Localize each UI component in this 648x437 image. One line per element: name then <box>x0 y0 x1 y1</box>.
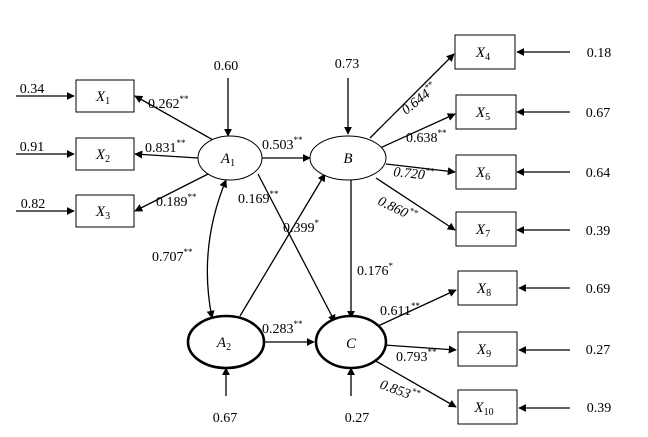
path-a1-x3 <box>134 171 213 212</box>
label-x4: X4 <box>475 45 490 63</box>
box-x1 <box>75 79 135 113</box>
coef-a1-x1: 0.262** <box>148 94 189 112</box>
label-x2: X2 <box>95 147 110 165</box>
path-b-x4 <box>369 53 455 139</box>
path-c-x9 <box>383 344 457 354</box>
coef-a1-x2: 0.831** <box>145 138 186 156</box>
error-x3: 0.82 <box>21 197 46 212</box>
node-a2 <box>186 314 266 370</box>
label-x3: X3 <box>95 204 110 222</box>
label-c: C <box>346 336 357 352</box>
coef-a2-b: 0.399* <box>283 218 320 236</box>
path-c-x8 <box>377 289 457 327</box>
error-x7: 0.39 <box>586 224 611 239</box>
path-c-x10 <box>373 359 457 408</box>
error-x10: 0.39 <box>587 401 612 416</box>
label-x7: X7 <box>475 222 490 240</box>
error-b: 0.73 <box>335 57 360 72</box>
path-b-x5 <box>379 113 456 149</box>
node-c <box>314 314 388 370</box>
node-b <box>309 135 387 181</box>
coef-b-c: 0.176* <box>357 261 394 279</box>
node-a1 <box>197 135 263 181</box>
label-x5: X5 <box>475 105 490 123</box>
label-x6: X6 <box>475 165 490 183</box>
box-x4 <box>454 34 516 70</box>
box-x8 <box>457 270 518 306</box>
coef-b-x4: 0.644** <box>397 79 440 118</box>
path-a1-x1 <box>134 95 223 146</box>
box-x7 <box>455 211 517 247</box>
coef-a2-c: 0.283** <box>262 319 303 337</box>
label-a2: A2 <box>216 335 231 353</box>
coef-c-x9: 0.793** <box>396 347 437 365</box>
coef-a1-x3: 0.189** <box>156 192 197 210</box>
label-x10: X10 <box>473 400 493 418</box>
coef-b-x6: 0.720** <box>393 162 436 184</box>
box-x2 <box>75 137 135 171</box>
box-x6 <box>455 154 517 190</box>
error-x1: 0.34 <box>20 82 45 97</box>
error-x9: 0.27 <box>586 343 611 358</box>
error-c: 0.27 <box>345 411 370 426</box>
error-x6: 0.64 <box>586 166 611 181</box>
path-b-x6 <box>385 163 456 176</box>
coef-c-x10: 0.853** <box>378 375 423 406</box>
coef-a1-c: 0.169** <box>238 189 279 207</box>
coef-a1-b: 0.503** <box>262 135 303 153</box>
label-x9: X9 <box>476 342 491 360</box>
label-b: B <box>343 151 352 167</box>
coef-a1-a2: 0.707** <box>152 247 193 265</box>
path-a1-x2 <box>134 150 199 159</box>
path-a1-c <box>257 173 336 323</box>
box-x10 <box>457 389 518 425</box>
error-x5: 0.67 <box>586 106 611 121</box>
label-a1: A1 <box>220 151 235 169</box>
error-x4: 0.18 <box>587 46 612 61</box>
error-x2: 0.91 <box>20 140 45 155</box>
coef-b-x7: 0.860** <box>375 191 420 225</box>
error-a1: 0.60 <box>214 59 239 74</box>
box-x5 <box>455 94 517 130</box>
path-b-x7 <box>375 177 456 231</box>
coef-b-x5: 0.638** <box>406 128 447 146</box>
error-x8: 0.69 <box>586 282 611 297</box>
label-x8: X8 <box>476 281 491 299</box>
box-x9 <box>457 331 518 367</box>
coef-c-x8: 0.611** <box>380 301 420 319</box>
label-x1: X1 <box>95 89 110 107</box>
path-a1-a2 <box>206 179 227 319</box>
box-x3 <box>75 194 135 228</box>
error-a2: 0.67 <box>213 411 238 426</box>
path-a2-b <box>239 173 326 317</box>
